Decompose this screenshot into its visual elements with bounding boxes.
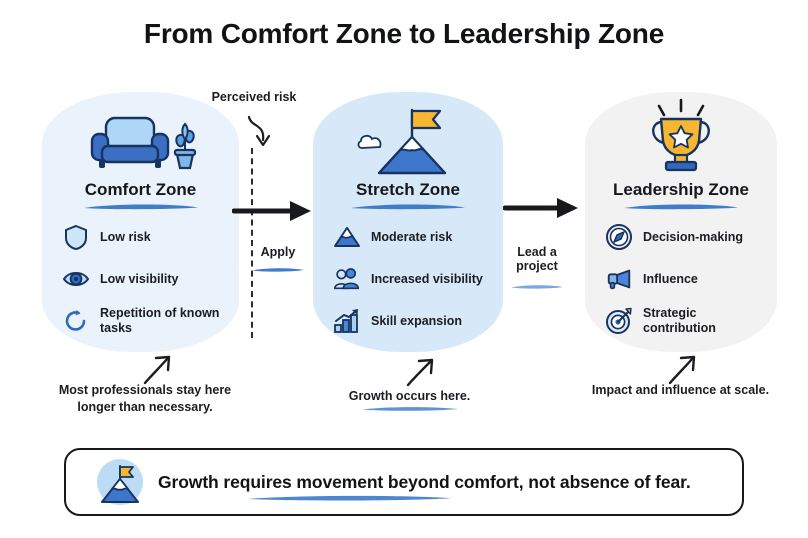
feature-label: Influence bbox=[643, 271, 698, 286]
zone-panel-stretch: Stretch Zone Moderate risk bbox=[313, 92, 503, 352]
mountain-flag-badge-icon bbox=[96, 458, 144, 506]
summary-text: Growth requires movement beyond comfort,… bbox=[158, 471, 691, 492]
zone-panel-comfort: Comfort Zone Low risk bbox=[42, 92, 239, 352]
eye-icon bbox=[62, 265, 90, 293]
title-underline bbox=[83, 204, 198, 210]
feature-item: Low risk bbox=[62, 222, 227, 252]
feature-item: Increased visibility bbox=[333, 264, 491, 294]
caption-comfort: Most professionals stay here longer than… bbox=[58, 383, 232, 414]
lead-a-project-underline bbox=[511, 285, 563, 289]
title-underline bbox=[351, 204, 465, 210]
caption-stretch: Growth occurs here. bbox=[348, 389, 471, 403]
refresh-icon bbox=[62, 307, 90, 335]
connector-label-perceived-risk: Perceived risk bbox=[211, 90, 297, 104]
feature-list-leadership: Decision-making Influence bbox=[605, 222, 765, 336]
feature-item: Strategic contribution bbox=[605, 306, 765, 336]
mountain-flag-cloud-icon bbox=[313, 102, 503, 178]
feature-item: Decision-making bbox=[605, 222, 765, 252]
summary-banner: Growth requires movement beyond comfort,… bbox=[64, 448, 744, 516]
feature-label: Increased visibility bbox=[371, 271, 483, 286]
compass-icon bbox=[605, 223, 633, 251]
page-title: From Comfort Zone to Leadership Zone bbox=[143, 18, 665, 49]
apply-underline bbox=[252, 268, 304, 272]
feature-list-comfort: Low risk Low visibility bbox=[62, 222, 227, 336]
feature-item: Influence bbox=[605, 264, 765, 294]
flow-arrow-2-icon bbox=[503, 198, 578, 218]
feature-label: Low visibility bbox=[100, 271, 179, 286]
flow-arrow-1-icon bbox=[232, 201, 311, 221]
feature-label: Repetition of known tasks bbox=[100, 306, 220, 335]
zone-title-leadership: Leadership Zone bbox=[612, 180, 750, 199]
zone-title-comfort: Comfort Zone bbox=[84, 180, 197, 199]
caption-arrow-1-icon bbox=[143, 355, 171, 385]
megaphone-icon bbox=[605, 265, 633, 293]
feature-item: Moderate risk bbox=[333, 222, 491, 252]
feature-list-stretch: Moderate risk Increased visibility bbox=[333, 222, 491, 336]
caption-stretch-underline bbox=[362, 407, 458, 411]
connector-label-apply: Apply bbox=[260, 245, 296, 259]
title-underline bbox=[624, 204, 738, 210]
caption-leadership: Impact and influence at scale. bbox=[591, 383, 770, 397]
feature-label: Strategic contribution bbox=[643, 306, 716, 335]
target-arrow-icon bbox=[605, 307, 633, 335]
perceived-risk-divider bbox=[251, 148, 253, 338]
caption-arrow-3-icon bbox=[668, 355, 696, 385]
connector-label-lead-a-project: Lead a project bbox=[516, 245, 558, 274]
zone-panel-leadership: Leadership Zone Decision-making bbox=[585, 92, 777, 352]
feature-label: Moderate risk bbox=[371, 229, 453, 244]
armchair-plant-icon bbox=[42, 110, 239, 176]
trophy-icon bbox=[585, 94, 777, 180]
caption-arrow-2-icon bbox=[406, 358, 434, 387]
people-icon bbox=[333, 265, 361, 293]
feature-label: Decision-making bbox=[643, 229, 744, 244]
feature-item: Skill expansion bbox=[333, 306, 491, 336]
zone-title-stretch: Stretch Zone bbox=[356, 180, 460, 199]
feature-item: Low visibility bbox=[62, 264, 227, 294]
summary-text-wrap: Growth requires movement beyond comfort,… bbox=[158, 471, 724, 500]
curved-arrow-icon bbox=[247, 115, 271, 147]
shield-icon bbox=[62, 223, 90, 251]
summary-underline bbox=[247, 495, 451, 500]
feature-item: Repetition of known tasks bbox=[62, 306, 227, 336]
growth-chart-icon bbox=[333, 307, 361, 335]
feature-label: Low risk bbox=[100, 229, 151, 244]
feature-label: Skill expansion bbox=[371, 313, 463, 328]
mountain-icon bbox=[333, 223, 361, 251]
